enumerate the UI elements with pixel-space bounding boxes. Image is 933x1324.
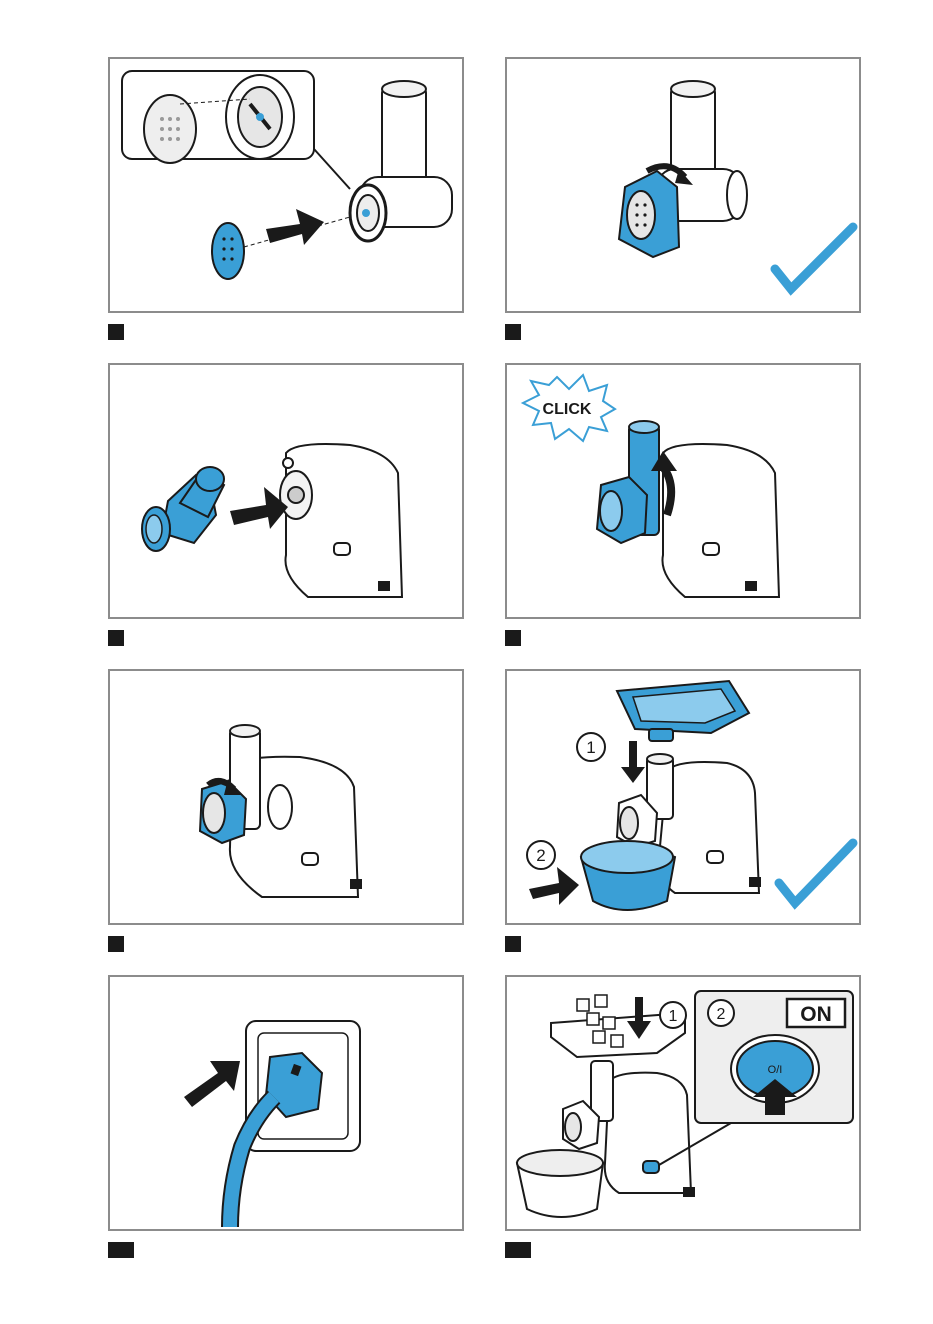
switch-label: O/I: [768, 1064, 783, 1076]
arrow-icon: [621, 767, 645, 783]
step-marker-4: [505, 630, 521, 646]
illustration-attach-grinder-head: [110, 365, 462, 617]
arrow-icon: [184, 1061, 240, 1107]
checkmark-icon: [775, 227, 853, 289]
step-panel-8: 1 2 ON O/I: [505, 975, 861, 1231]
illustration-tighten-ring: [110, 671, 462, 923]
arrow-icon: [529, 867, 579, 905]
step-panel-3: [108, 363, 464, 619]
step-marker-3: [108, 630, 124, 646]
step-number-two-b: 2: [717, 1006, 726, 1023]
step-number-two: 2: [536, 846, 545, 865]
step-panel-5: [108, 669, 464, 925]
step-number-one: 1: [586, 738, 595, 757]
arrow-icon: [266, 209, 324, 245]
step-panel-7: [108, 975, 464, 1231]
checkmark-icon: [779, 843, 853, 903]
step-marker-8: [505, 1242, 531, 1258]
step-number-one-b: 1: [669, 1008, 678, 1025]
step-marker-7: [108, 1242, 134, 1258]
step-panel-1: [108, 57, 464, 313]
step-panel-6: 1 2: [505, 669, 861, 925]
step-panel-4: CLICK: [505, 363, 861, 619]
step-marker-5: [108, 936, 124, 952]
click-burst-icon: CLICK: [523, 375, 615, 441]
step-marker-1: [108, 324, 124, 340]
click-label: CLICK: [543, 401, 592, 418]
illustration-tray-and-bowl: 1 2: [507, 671, 859, 923]
illustration-screw-on-ring: [507, 59, 859, 311]
illustration-plug-in: [110, 977, 462, 1229]
step-marker-2: [505, 324, 521, 340]
on-label: ON: [800, 1003, 832, 1026]
illustration-insert-perforated-disc: [110, 59, 462, 311]
step-marker-6: [505, 936, 521, 952]
illustration-switch-on: 1 2 ON O/I: [507, 977, 859, 1229]
step-panel-2: [505, 57, 861, 313]
illustration-rotate-to-click: CLICK: [507, 365, 859, 617]
